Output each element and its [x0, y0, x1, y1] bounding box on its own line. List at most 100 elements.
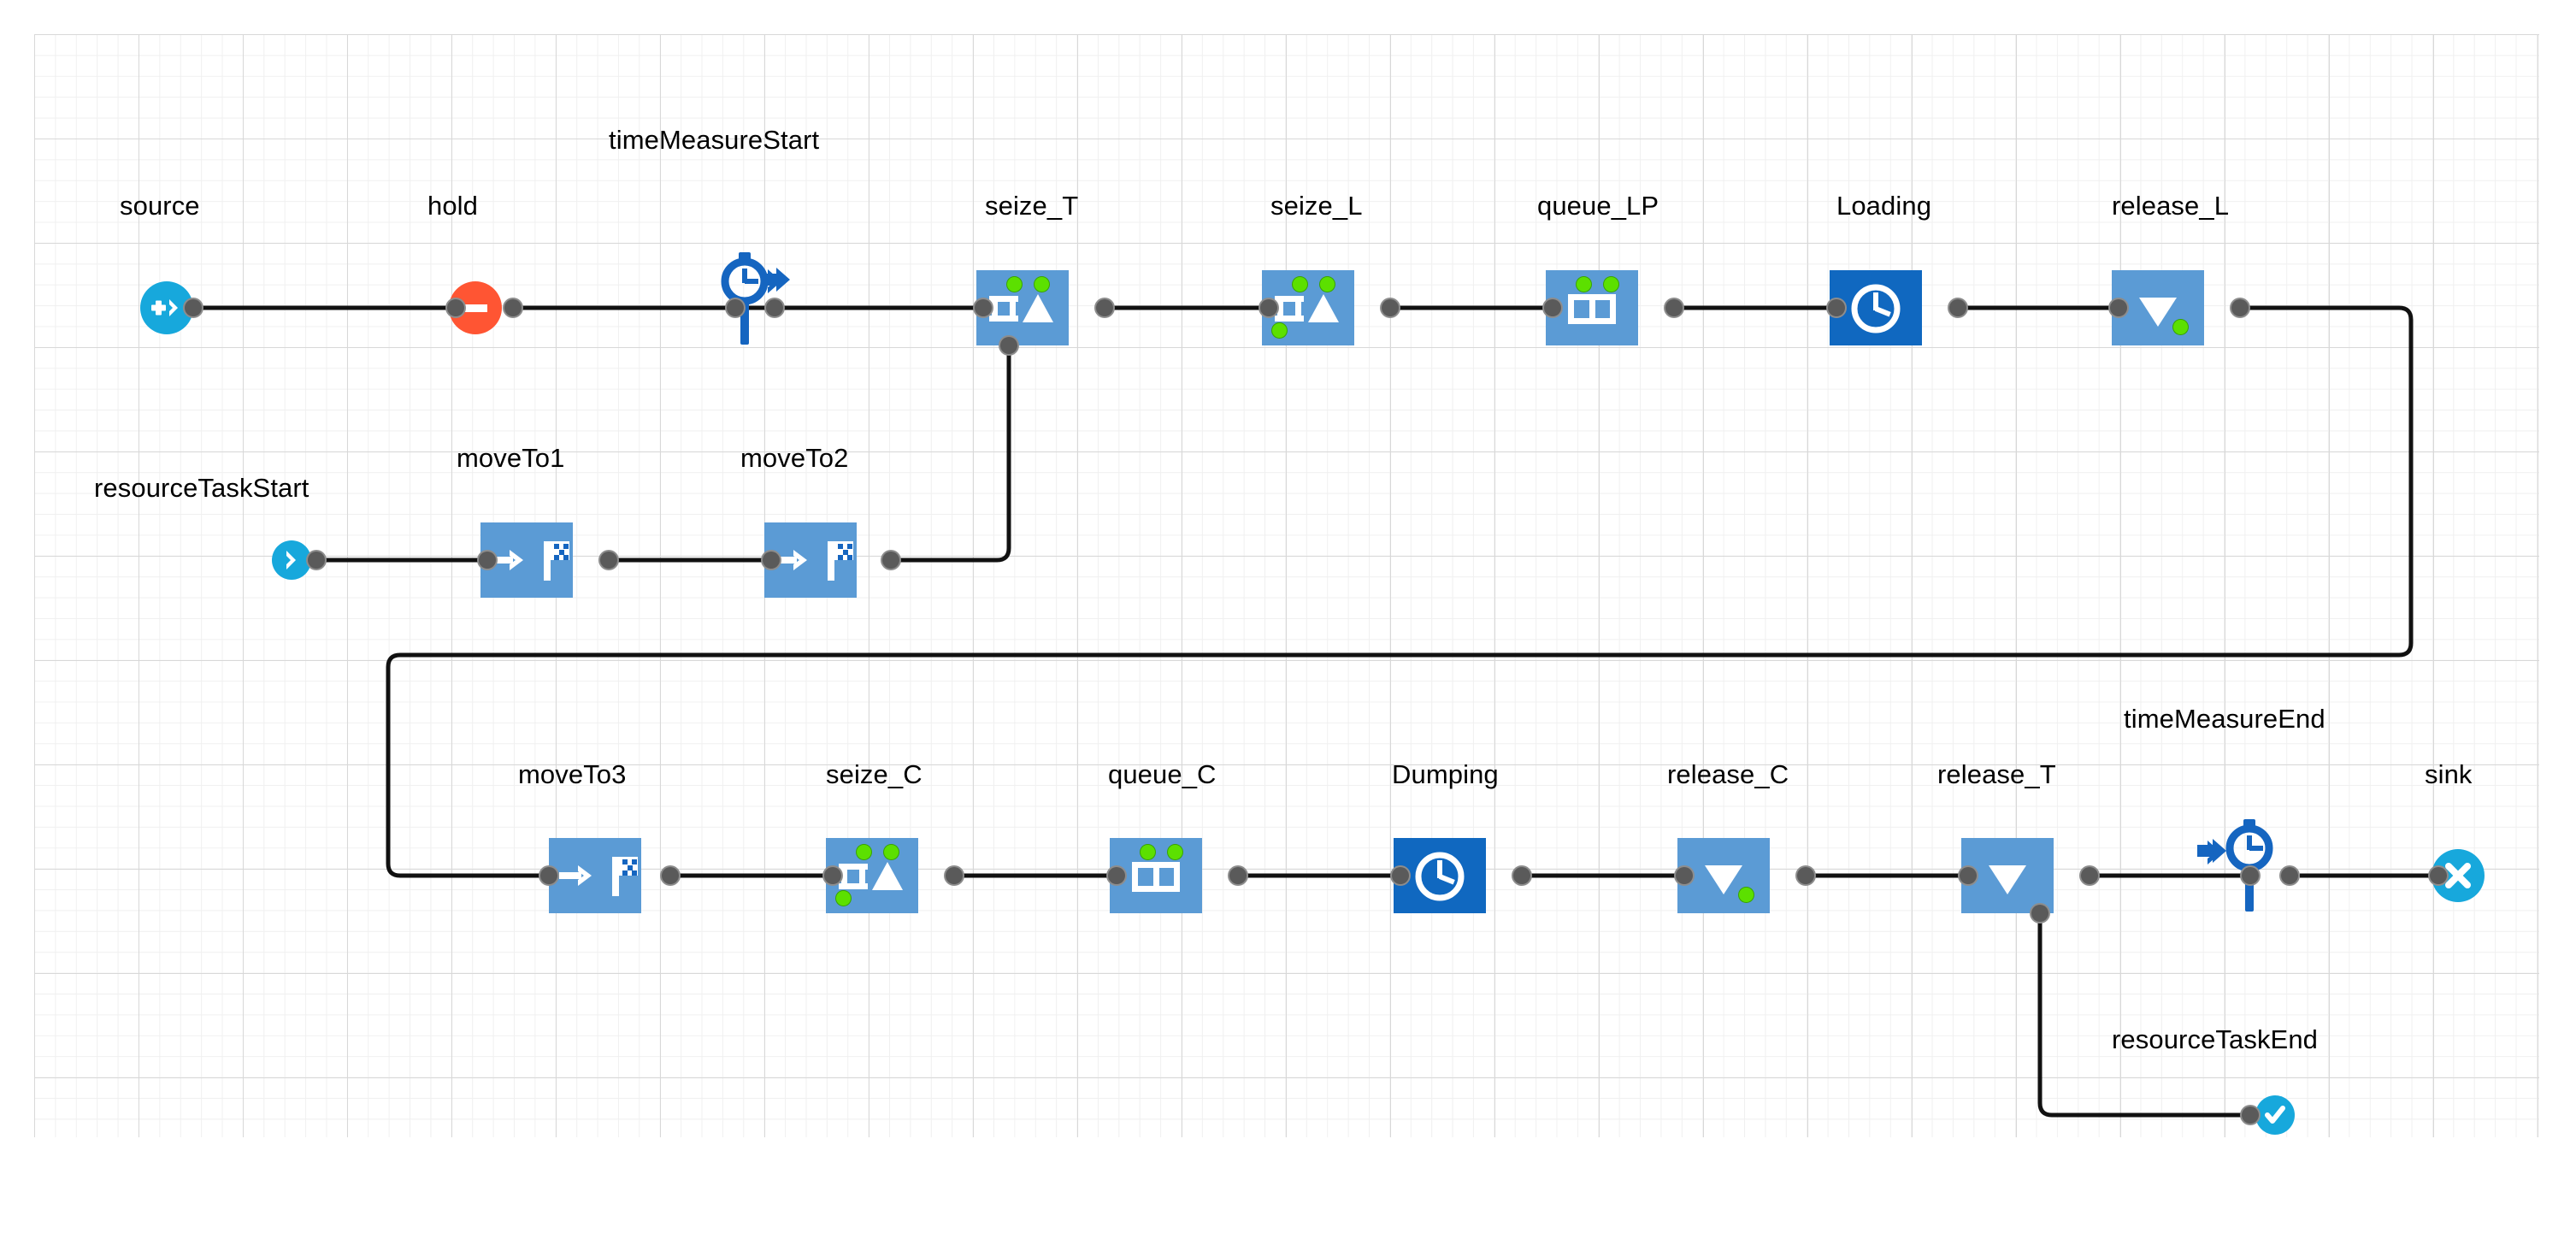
port-resourceTaskEnd-in[interactable]	[2242, 1106, 2259, 1124]
x-icon	[2445, 863, 2471, 888]
port-moveTo3-in[interactable]	[540, 867, 557, 884]
label-release_C: release_C	[1667, 759, 1789, 789]
label-moveTo3: moveTo3	[518, 759, 627, 789]
node-Dumping[interactable]	[1394, 838, 1486, 913]
arrow-flag-icon	[775, 541, 853, 581]
port-seize_L-out[interactable]	[1382, 299, 1399, 316]
status-dot	[1577, 277, 1591, 292]
label-hold: hold	[427, 191, 479, 221]
status-dot	[884, 845, 899, 859]
port-hold-out[interactable]	[504, 299, 522, 316]
port-seize_T-out[interactable]	[1096, 299, 1113, 316]
node-release_C[interactable]	[1677, 838, 1770, 913]
status-dot	[1141, 845, 1155, 859]
clock-icon	[1415, 852, 1465, 901]
port-sink-in[interactable]	[2430, 867, 2447, 884]
node-moveTo3[interactable]	[549, 838, 641, 913]
label-timeMeasureEnd: timeMeasureEnd	[2124, 704, 2325, 734]
status-dot	[1320, 277, 1335, 292]
port-release_T-in[interactable]	[1960, 867, 1977, 884]
node-timeMeasureStart[interactable]	[716, 252, 799, 345]
node-release_L[interactable]	[2112, 270, 2204, 345]
port-source-out[interactable]	[185, 299, 202, 316]
node-moveTo2[interactable]	[764, 522, 857, 598]
port-moveTo3-out[interactable]	[662, 867, 679, 884]
label-resourceTaskStart: resourceTaskStart	[94, 473, 309, 503]
port-seize_C-out[interactable]	[946, 867, 963, 884]
arrow-flag-icon	[491, 541, 569, 581]
node-queue_LP[interactable]	[1546, 270, 1638, 345]
port-seize_L-in[interactable]	[1260, 299, 1277, 316]
port-seize_T-resource-in[interactable]	[1000, 337, 1017, 354]
seize-icon	[1275, 294, 1339, 322]
node-queue_C[interactable]	[1110, 838, 1202, 913]
port-timeMeasureEnd-in[interactable]	[2242, 867, 2259, 884]
port-timeMeasureStart-in[interactable]	[727, 299, 744, 316]
status-dot	[857, 845, 871, 859]
port-queue_LP-in[interactable]	[1544, 299, 1561, 316]
label-source: source	[120, 191, 200, 221]
node-release_T[interactable]	[1961, 838, 2054, 913]
status-dot	[1272, 323, 1287, 338]
seize-icon	[989, 294, 1053, 322]
status-dot	[1007, 277, 1022, 292]
port-timeMeasureStart-out[interactable]	[766, 299, 783, 316]
release-icon	[1705, 865, 1742, 894]
port-release_T-out[interactable]	[2081, 867, 2098, 884]
port-Dumping-in[interactable]	[1392, 867, 1409, 884]
status-dot	[1739, 888, 1754, 902]
arrow-right-stopwatch-icon	[2197, 819, 2273, 912]
queue-icon	[1132, 862, 1180, 892]
port-hold-in[interactable]	[447, 299, 464, 316]
label-seize_L: seize_L	[1270, 191, 1363, 221]
node-resourceTaskEnd[interactable]	[2255, 1095, 2295, 1135]
node-source[interactable]	[140, 281, 193, 334]
label-sink: sink	[2425, 759, 2473, 789]
status-dot	[1604, 277, 1618, 292]
seize-icon	[839, 862, 903, 890]
port-release_T-resource-out[interactable]	[2031, 905, 2048, 922]
node-moveTo1[interactable]	[480, 522, 573, 598]
port-moveTo2-in[interactable]	[763, 552, 780, 569]
label-queue_LP: queue_LP	[1537, 191, 1659, 221]
port-release_L-out[interactable]	[2231, 299, 2249, 316]
port-queue_C-in[interactable]	[1108, 867, 1125, 884]
port-timeMeasureEnd-out[interactable]	[2281, 867, 2298, 884]
port-Loading-out[interactable]	[1949, 299, 1966, 316]
status-dot	[836, 891, 851, 906]
port-queue_C-out[interactable]	[1229, 867, 1247, 884]
no-entry-icon	[463, 304, 487, 312]
label-queue_C: queue_C	[1108, 759, 1217, 789]
port-moveTo2-out[interactable]	[882, 552, 899, 569]
port-release_C-out[interactable]	[1797, 867, 1814, 884]
label-seize_C: seize_C	[826, 759, 923, 789]
label-Loading: Loading	[1836, 191, 1932, 221]
label-Dumping: Dumping	[1392, 759, 1499, 789]
status-dot	[2173, 320, 2188, 334]
node-seize_L[interactable]	[1262, 270, 1354, 345]
label-moveTo1: moveTo1	[457, 443, 565, 473]
stopwatch-arrow-right-icon	[721, 252, 790, 345]
arrow-flag-icon	[559, 857, 638, 896]
port-release_C-in[interactable]	[1676, 867, 1693, 884]
clock-icon	[1851, 284, 1901, 333]
port-seize_T-in[interactable]	[975, 299, 992, 316]
port-resourceTaskStart-out[interactable]	[308, 552, 325, 569]
node-resourceTaskStart[interactable]	[272, 540, 311, 580]
port-moveTo1-out[interactable]	[600, 552, 617, 569]
queue-icon	[1568, 294, 1616, 324]
port-release_L-in[interactable]	[2110, 299, 2127, 316]
port-Dumping-out[interactable]	[1513, 867, 1530, 884]
port-seize_C-in[interactable]	[824, 867, 841, 884]
status-dot	[1293, 277, 1307, 292]
port-queue_LP-out[interactable]	[1665, 299, 1683, 316]
node-Loading[interactable]	[1830, 270, 1922, 345]
node-seize_T[interactable]	[976, 270, 1069, 345]
node-timeMeasureEnd[interactable]	[2197, 819, 2283, 912]
port-Loading-in[interactable]	[1828, 299, 1845, 316]
port-moveTo1-in[interactable]	[479, 552, 496, 569]
node-seize_C[interactable]	[826, 838, 918, 913]
label-seize_T: seize_T	[985, 191, 1079, 221]
status-dot	[1168, 845, 1182, 859]
